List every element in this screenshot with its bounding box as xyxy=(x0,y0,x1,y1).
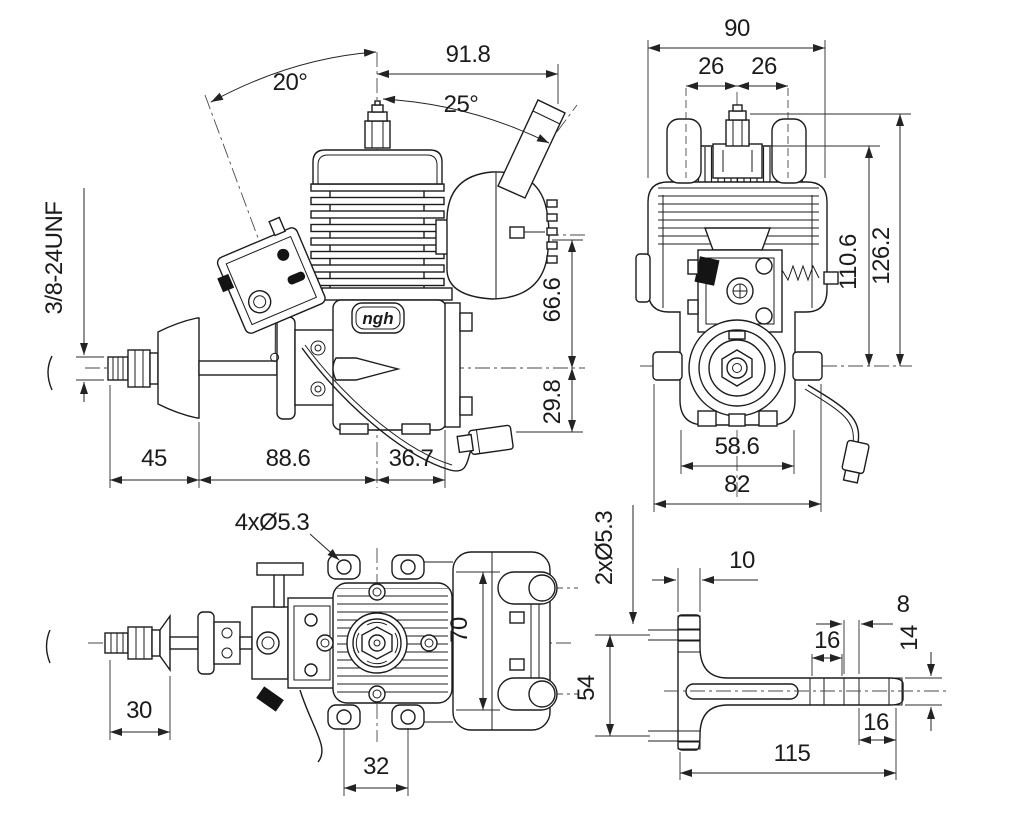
dim-clamp-band-width: 8 xyxy=(897,591,910,618)
prop-nut xyxy=(127,349,151,388)
spark-plug-body xyxy=(364,120,391,149)
dim-height-to-fin-top: 110.6 xyxy=(835,234,862,290)
cylinder-base-flange xyxy=(321,287,453,301)
dim-muffler-center-height: 66.6 xyxy=(539,277,566,322)
cylinder-head-cover xyxy=(312,149,443,185)
dim-clamp-spacing-top: 16 xyxy=(814,627,840,654)
carburetor-top xyxy=(251,606,289,680)
mount-lug-bottom xyxy=(459,396,473,416)
mount-lug-right xyxy=(792,351,823,381)
muffler-body xyxy=(446,171,550,300)
mount-tab xyxy=(327,704,361,730)
prop-washer xyxy=(149,352,159,385)
dim-mount-lug-width: 82 xyxy=(724,471,750,498)
muffler-stinger xyxy=(497,99,566,199)
spark-plug-front xyxy=(725,119,750,147)
mount-tab xyxy=(327,554,361,580)
bracket-view: 2xØ5.3 10 54 8 16 14 16 115 xyxy=(573,505,946,780)
clamp-band xyxy=(843,677,860,706)
side-view: ngh 9 xyxy=(41,41,585,488)
exhaust-tube-bottom xyxy=(497,677,558,711)
prop-hub-hex xyxy=(721,349,753,387)
head-post-right xyxy=(771,118,807,184)
dim-prop-hub-length: 30 xyxy=(126,697,152,724)
spark-plug-cap xyxy=(367,111,388,122)
front-view: 90 26 26 110.6 126.2 58.6 82 xyxy=(635,15,912,512)
plug-boss xyxy=(712,143,763,179)
carburetor-side xyxy=(216,216,326,362)
dim-overall-length: 115 xyxy=(774,740,811,767)
dim-muffler-width: 70 xyxy=(446,617,473,643)
center-hex-top xyxy=(361,626,393,660)
logo-plate xyxy=(351,302,405,334)
dim-flange-thickness: 10 xyxy=(729,547,755,574)
dim-rear-length: 36.7 xyxy=(389,445,434,472)
dim-muffler-angle: 25° xyxy=(444,91,479,118)
mount-tab xyxy=(391,554,425,580)
prop-phantom-arc xyxy=(47,355,53,391)
fuel-fitting-bar xyxy=(256,562,304,576)
prop-nut-top xyxy=(127,626,153,660)
clamp-band xyxy=(809,677,825,706)
muffler-bolt xyxy=(509,226,525,239)
backplate xyxy=(444,302,461,428)
mount-lug-left xyxy=(652,351,683,381)
throttle-spring xyxy=(781,264,820,282)
head-post-left xyxy=(666,118,702,184)
dim-overall-height: 126.2 xyxy=(868,227,895,285)
wire-top xyxy=(299,689,323,763)
ignition-wire xyxy=(301,347,472,472)
drive-washer-cone xyxy=(157,317,200,419)
brand-logo: ngh xyxy=(362,309,393,328)
wire-connector xyxy=(456,424,514,455)
dim-bracket-holes: 2xØ5.3 xyxy=(591,511,618,586)
dim-fin-offset-right: 26 xyxy=(751,53,777,80)
crankshaft-tip xyxy=(332,357,401,381)
wire-connector-front xyxy=(841,439,870,484)
drive-flange-disc xyxy=(276,316,296,420)
dim-mount-holes: 4xØ5.3 xyxy=(235,509,310,536)
drive-washer-top xyxy=(159,613,171,673)
muffler-fins xyxy=(546,255,558,264)
prop-phantom-arc-top xyxy=(45,629,51,664)
clamp-band xyxy=(888,677,903,706)
dim-cylinder-to-muffler: 91.8 xyxy=(446,41,491,68)
dim-mount-hole-spacing: 32 xyxy=(363,753,389,780)
cylinder-fins xyxy=(310,277,445,287)
mount-lug-top xyxy=(459,312,473,332)
dim-carb-angle: 20° xyxy=(273,69,308,96)
dim-clamp-spacing-bottom: 16 xyxy=(863,709,889,736)
mount-tab xyxy=(391,704,425,730)
dim-prop-thread: 3/8-24UNF xyxy=(41,202,68,315)
ignition-wire-front xyxy=(807,384,860,444)
stinger-axis-centerline xyxy=(494,104,578,216)
dim-fin-offset-left: 26 xyxy=(698,53,724,80)
exhaust-tube-top xyxy=(497,571,558,605)
dim-prop-shaft-length: 45 xyxy=(141,445,167,472)
dim-hole-spacing: 54 xyxy=(573,675,600,701)
dim-crankcase-width: 58.6 xyxy=(715,433,760,460)
dim-lower-height: 29.8 xyxy=(539,379,566,424)
dim-case-length: 88.6 xyxy=(266,445,311,472)
choke-lever xyxy=(635,253,651,303)
dim-head-width: 90 xyxy=(724,15,750,42)
bracket-slot xyxy=(685,683,799,700)
prop-shaft xyxy=(198,360,278,376)
dim-arm-height: 14 xyxy=(896,625,923,651)
top-view: 70 4xØ5.3 30 32 xyxy=(45,509,578,796)
